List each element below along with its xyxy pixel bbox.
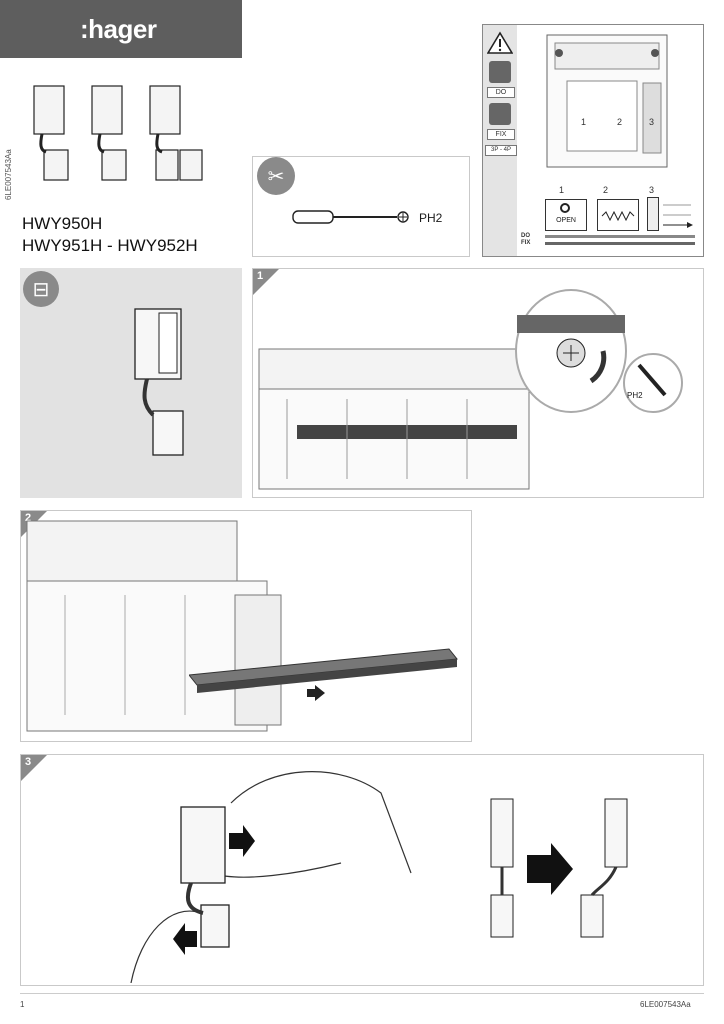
tools-icon: ✂: [257, 157, 295, 195]
step-1-panel: 1 PH2: [252, 268, 704, 498]
page-number: 1: [20, 1000, 25, 1009]
legend-number-2: 2: [603, 185, 609, 195]
legend-number-3: 3: [649, 185, 655, 195]
callout-3: 3: [649, 117, 655, 127]
fixed-icon: [489, 103, 511, 125]
warning-triangle-icon: [487, 31, 513, 54]
legend-do: DO: [521, 233, 530, 239]
spring-discharged-box: [597, 199, 639, 231]
warning-sidebar: [483, 25, 517, 256]
breaker-front-diagram: [546, 34, 668, 168]
screwdriver-detail-icon: [637, 363, 667, 397]
model-line-1: HWY950H: [22, 214, 103, 233]
step-3-panel: 3: [20, 754, 704, 986]
connection-before-after-illustration: [490, 798, 628, 938]
transition-arrow-icon: [527, 843, 573, 895]
variant-1: [33, 85, 69, 181]
open-label: OPEN: [556, 217, 576, 224]
step-1-tab: 1: [253, 269, 279, 295]
label-fix: FIX: [487, 129, 515, 140]
label-poles: 3P - 4P: [485, 145, 517, 156]
screwdriver-icon: [292, 210, 409, 224]
position-indicator: [647, 197, 659, 231]
callout-2: 2: [617, 117, 623, 127]
tool-panel: ✂ PH2: [252, 156, 470, 257]
draw-out-icon: [489, 61, 511, 83]
legend-bar-do: [545, 235, 695, 238]
legend-bar-fix: [545, 242, 695, 245]
label-do: DO: [487, 87, 515, 98]
model-line-2: HWY951H - HWY952H: [22, 236, 198, 255]
step-2-panel: 2: [20, 510, 472, 742]
open-ring-icon: [560, 203, 570, 213]
auxiliary-contact-illustration: [134, 308, 184, 456]
variant-3: [149, 85, 203, 181]
brand-logo: :hager: [80, 14, 157, 44]
variant-2: [91, 85, 127, 181]
step-3-tab: 3: [21, 755, 47, 781]
tool-label: PH2: [419, 211, 443, 225]
step-2-number: 2: [25, 512, 32, 524]
open-indicator-box: OPEN: [545, 199, 587, 231]
position-arrows-icon: [663, 204, 693, 228]
breaker-top-illustration: [258, 348, 530, 490]
brand-banner: :hager: [0, 0, 242, 58]
legend-fix: FIX: [521, 240, 531, 246]
side-document-reference: 6LE007543Aa: [4, 149, 13, 200]
callout-1: 1: [581, 117, 587, 127]
product-variants-illustration: [33, 85, 203, 181]
after-connector: [580, 798, 628, 938]
warning-panel: DO FIX 3P - 4P 1 2 3 1 2 3 OPEN DO FIX: [482, 24, 704, 257]
accessory-symbol-icon: ⊟: [23, 271, 59, 307]
screw-detail-icon: [517, 315, 625, 384]
zoom-detail-circle: [515, 289, 627, 413]
breaker-side-illustration: [26, 520, 282, 732]
before-connector: [490, 798, 514, 938]
step-3-number: 3: [25, 756, 32, 768]
footer-document-reference: 6LE007543Aa: [640, 1000, 691, 1009]
spring-icon: [601, 210, 635, 222]
cover-rail-illustration: [189, 648, 458, 701]
step-1-number: 1: [257, 270, 264, 282]
tool-detail-circle: [623, 353, 683, 413]
accessory-panel: ⊟: [20, 268, 242, 498]
hands-connector-illustration: [130, 771, 412, 983]
footer-divider: [20, 993, 704, 994]
step-1-tool-label: PH2: [627, 391, 643, 400]
legend-number-1: 1: [559, 185, 565, 195]
